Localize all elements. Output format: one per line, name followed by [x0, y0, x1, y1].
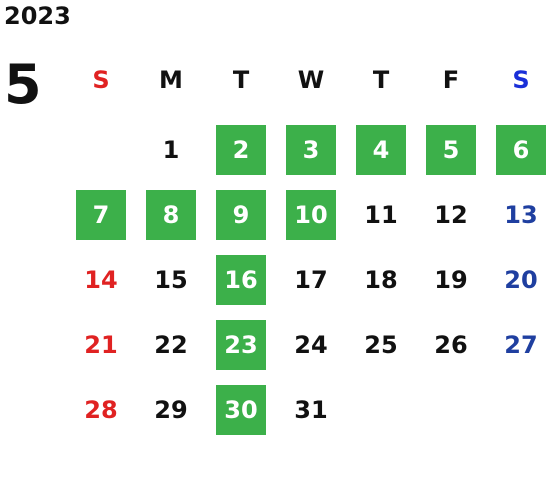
day-cell: 15	[154, 266, 188, 294]
day-cell: 27	[504, 331, 538, 359]
day-cell: 28	[84, 396, 118, 424]
weekday-label: S	[512, 66, 530, 94]
day-cell: 21	[84, 331, 118, 359]
day-cell: 14	[84, 266, 118, 294]
day-cell-highlighted: 10	[286, 190, 336, 240]
day-cell: 17	[294, 266, 328, 294]
day-cell-highlighted: 3	[286, 125, 336, 175]
weekday-label: S	[92, 66, 110, 94]
day-cell-highlighted: 4	[356, 125, 406, 175]
year-label: 2023	[4, 2, 71, 30]
day-cell: 18	[364, 266, 398, 294]
day-cell: 26	[434, 331, 468, 359]
day-cell-highlighted: 7	[76, 190, 126, 240]
weekday-label: W	[297, 66, 325, 94]
day-cell-highlighted: 23	[216, 320, 266, 370]
day-cell: 22	[154, 331, 188, 359]
day-cell: 24	[294, 331, 328, 359]
day-cell: 29	[154, 396, 188, 424]
day-cell-highlighted: 6	[496, 125, 546, 175]
weekday-label: M	[159, 66, 183, 94]
day-cell-highlighted: 5	[426, 125, 476, 175]
day-cell-highlighted: 30	[216, 385, 266, 435]
day-cell: 13	[504, 201, 538, 229]
day-cell: 31	[294, 396, 328, 424]
weekday-label: F	[442, 66, 460, 94]
day-cell-highlighted: 8	[146, 190, 196, 240]
day-cell-highlighted: 2	[216, 125, 266, 175]
day-cell: 25	[364, 331, 398, 359]
day-cell: 19	[434, 266, 468, 294]
day-cell: 12	[434, 201, 468, 229]
weekday-label: T	[372, 66, 390, 94]
weekday-label: T	[232, 66, 250, 94]
day-cell: 1	[162, 136, 180, 164]
day-cell: 11	[364, 201, 398, 229]
day-cell: 20	[504, 266, 538, 294]
day-cell-highlighted: 9	[216, 190, 266, 240]
month-number: 5	[4, 53, 42, 116]
day-cell-highlighted: 16	[216, 255, 266, 305]
